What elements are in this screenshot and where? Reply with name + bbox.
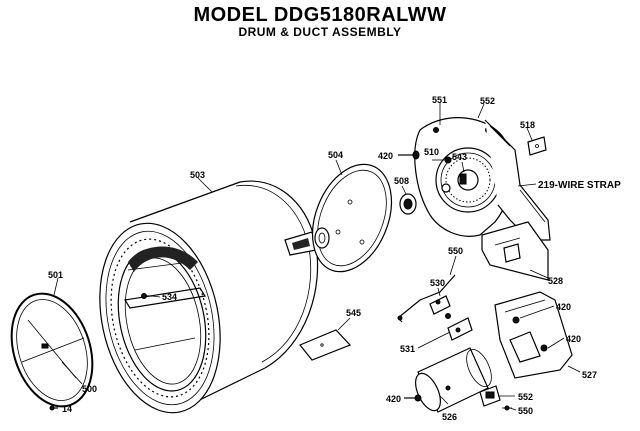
label-543: 543	[452, 152, 467, 162]
label-530: 530	[430, 278, 445, 288]
label-550-bottom: 550	[518, 406, 533, 416]
pad-545	[299, 329, 352, 361]
pulley-552	[479, 385, 501, 407]
label-552-bottom: 552	[518, 392, 533, 402]
label-14: 14	[62, 404, 72, 414]
label-534: 534	[162, 292, 177, 302]
diagram-title: MODEL DDG5180RALWW	[193, 4, 447, 26]
thermostat-530	[429, 295, 451, 319]
label-551: 551	[432, 95, 447, 105]
diagram-subtitle: DRUM & DUCT ASSEMBLY	[238, 25, 402, 39]
bearing-508	[399, 193, 417, 215]
screw-420-motor	[404, 394, 422, 402]
label-501: 501	[48, 270, 63, 280]
label-500: 500	[82, 384, 97, 394]
wire-550	[397, 274, 456, 323]
screw-420-top	[398, 150, 420, 160]
label-420-top: 420	[378, 151, 393, 161]
label-420-bracket: 420	[556, 302, 571, 312]
leader-lines	[53, 103, 581, 411]
motor-526	[415, 347, 492, 413]
label-219-wire-strap: 219-WIRE STRAP	[538, 180, 621, 191]
bracket-527	[494, 291, 573, 379]
exhaust-duct-528	[481, 119, 551, 281]
label-527: 527	[582, 370, 597, 380]
label-503: 503	[190, 170, 205, 180]
label-420-motor: 420	[386, 394, 401, 404]
bracket-518	[527, 136, 547, 156]
part-labels: 503 504 501 500 14 534 545 508 420 510 5…	[48, 95, 621, 422]
label-526: 526	[442, 412, 457, 422]
label-518: 518	[520, 120, 535, 130]
label-545: 545	[346, 308, 361, 318]
rear-disc-504	[311, 163, 393, 273]
seal-ring-501	[10, 292, 94, 408]
screw-534	[141, 293, 152, 299]
label-504: 504	[328, 150, 343, 160]
label-420-side: 420	[566, 334, 581, 344]
label-552-top: 552	[480, 96, 495, 106]
label-531: 531	[400, 344, 415, 354]
sensor-531	[447, 317, 473, 341]
screw-14	[49, 405, 58, 411]
label-528: 528	[548, 276, 563, 286]
drum-503	[99, 180, 319, 414]
label-510: 510	[424, 147, 439, 157]
label-550-top: 550	[448, 246, 463, 256]
label-508: 508	[394, 176, 409, 186]
